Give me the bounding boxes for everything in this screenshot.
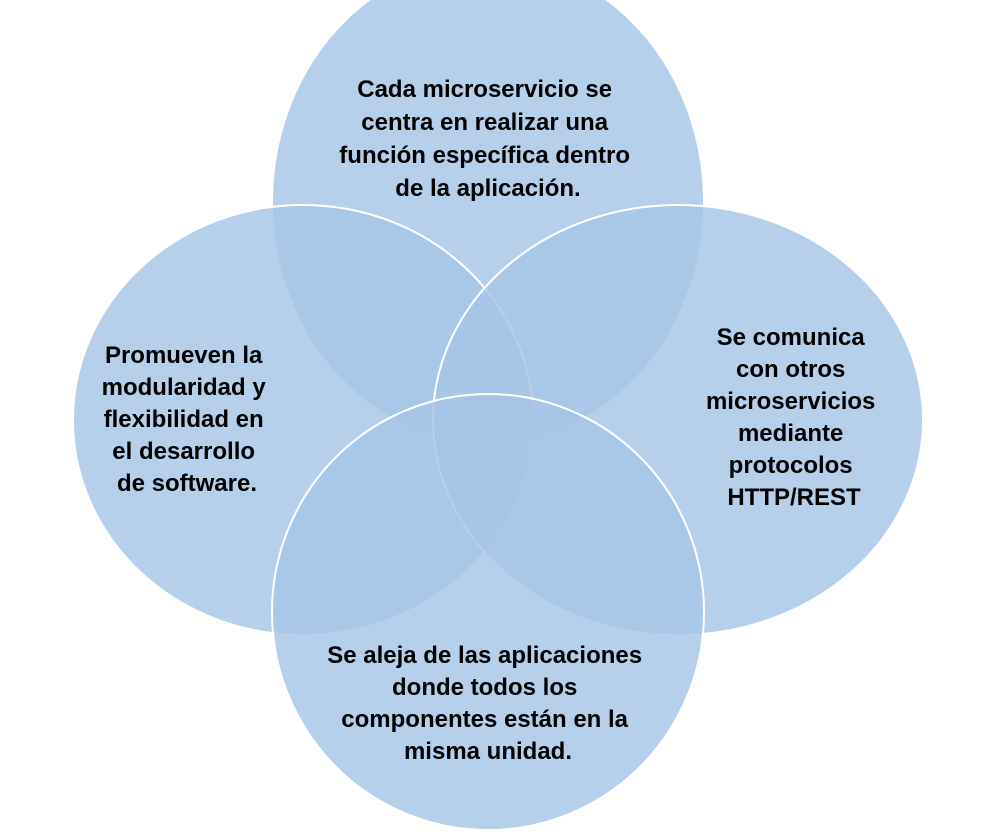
circle-left-line-3: flexibilidad en (104, 406, 264, 433)
circle-right-line-1: Se comunica (717, 324, 866, 351)
circle-left-line-5: de software. (117, 470, 257, 497)
circle-top-line-1: Cada microservicio se (357, 76, 612, 103)
circle-bottom (271, 393, 705, 831)
circle-bottom-line-2: donde todos los (392, 674, 577, 701)
circle-left-line-1: Promueven la (105, 342, 263, 369)
circle-right-line-4: mediante (738, 420, 843, 447)
circle-left-text: Promueven la modularidad y flexibilidad … (102, 342, 273, 497)
circle-bottom-line-3: componentes están en la (341, 706, 628, 733)
circle-bottom-text: Se aleja de las aplicaciones donde todos… (327, 642, 649, 765)
circle-bottom-line-4: misma unidad. (404, 738, 572, 765)
circle-right-text: Se comunica con otros microservicios med… (706, 324, 882, 511)
circle-bottom-line-1: Se aleja de las aplicaciones (327, 642, 642, 669)
circle-left-line-2: modularidad y (102, 374, 267, 401)
circle-top-line-3: función específica dentro (339, 142, 630, 169)
circle-right-line-2: con otros (736, 356, 845, 383)
circle-top-line-4: de la aplicación. (395, 175, 580, 202)
circle-right-line-3: microservicios (706, 388, 875, 415)
circle-top-line-2: centra en realizar una (361, 109, 608, 136)
circle-right-line-6: HTTP/REST (727, 484, 861, 511)
labels-layer: Cada microservicio se centra en realizar… (102, 76, 882, 765)
circles-layer (72, 0, 924, 831)
circle-right-line-5: protocolos (729, 452, 853, 479)
circle-left-line-4: el desarrollo (112, 438, 255, 465)
circle-top-text: Cada microservicio se centra en realizar… (339, 76, 636, 202)
